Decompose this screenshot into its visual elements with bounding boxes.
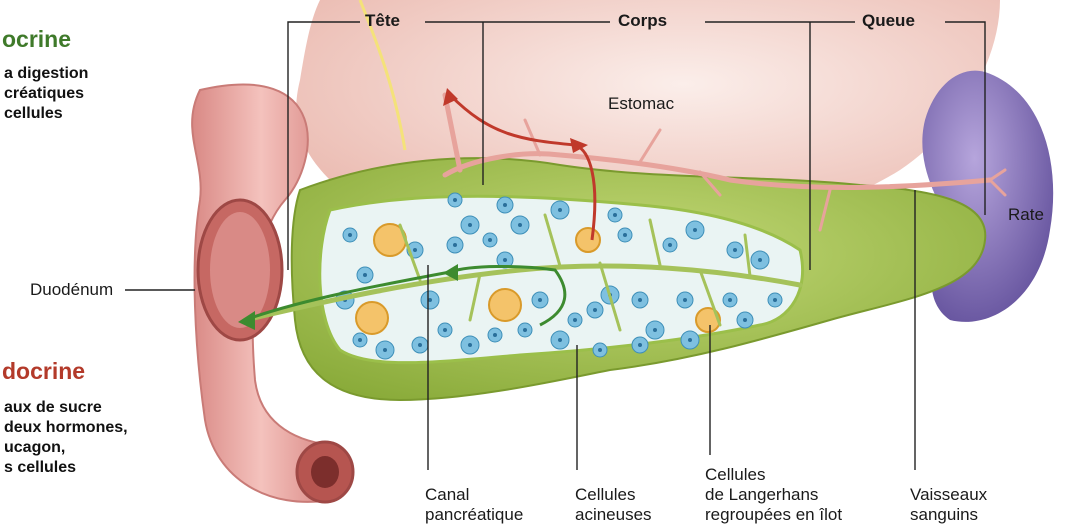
endocrine-desc-line-2: deux hormones, — [4, 418, 128, 438]
endocrine-title: docrine — [2, 358, 85, 385]
label-duodenum: Duodénum — [30, 280, 113, 300]
label-queue: Queue — [862, 11, 915, 31]
label-corps: Corps — [618, 11, 667, 31]
exocrine-desc-line-2: créatiques — [4, 84, 84, 104]
label-vaisseaux-sanguins: Vaisseaux sanguins — [910, 485, 987, 525]
label-cellules-acineuses: Cellules acineuses — [575, 485, 652, 525]
label-estomac: Estomac — [608, 94, 674, 114]
label-cellules-langerhans: Cellules de Langerhans regroupées en îlo… — [705, 465, 842, 525]
endocrine-desc-line-1: aux de sucre — [4, 398, 102, 418]
endocrine-desc-line-3: ucagon, — [4, 438, 65, 458]
exocrine-desc-line-1: a digestion — [4, 64, 88, 84]
exocrine-title: ocrine — [2, 26, 71, 53]
label-rate: Rate — [1008, 205, 1044, 225]
exocrine-desc-line-3: cellules — [4, 104, 63, 124]
label-tete: Tête — [365, 11, 400, 31]
endocrine-desc-line-4: s cellules — [4, 458, 76, 478]
label-canal-pancreatique: Canal pancréatique — [425, 485, 523, 525]
